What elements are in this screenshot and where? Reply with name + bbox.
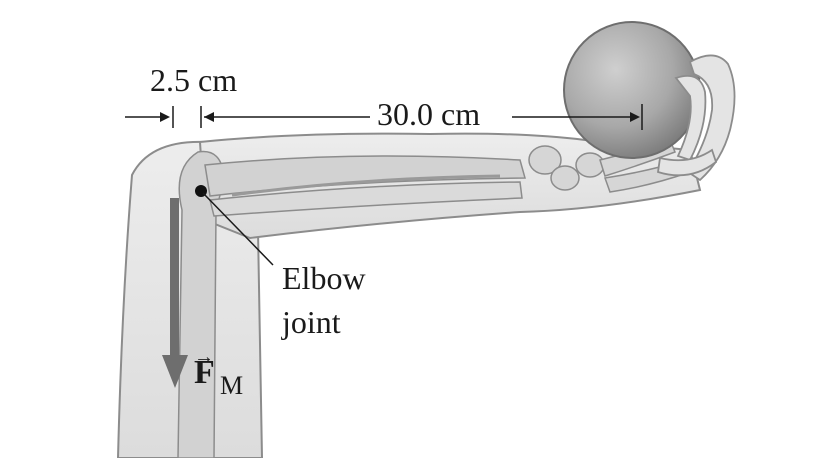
- elbow-label-line1: Elbow: [282, 260, 366, 296]
- fingers: [657, 54, 736, 182]
- muscle-force-arrow: [162, 198, 188, 388]
- dimension-label-2-5cm: 2.5 cm: [150, 62, 238, 98]
- force-vector-arrow-glyph: →: [194, 346, 214, 368]
- force-symbol: F: [194, 354, 215, 391]
- muscle-strip: [231, 174, 501, 197]
- dimension-label-30cm: 30.0 cm: [373, 98, 485, 130]
- ball: [563, 21, 701, 159]
- dimension-2-5cm: [125, 106, 202, 128]
- elbow-label-line2: joint: [282, 304, 341, 340]
- elbow-leader-line: [202, 192, 274, 266]
- dimension-30cm: [204, 104, 643, 130]
- ulna-bone: [209, 181, 523, 217]
- force-subscript: M: [220, 371, 244, 400]
